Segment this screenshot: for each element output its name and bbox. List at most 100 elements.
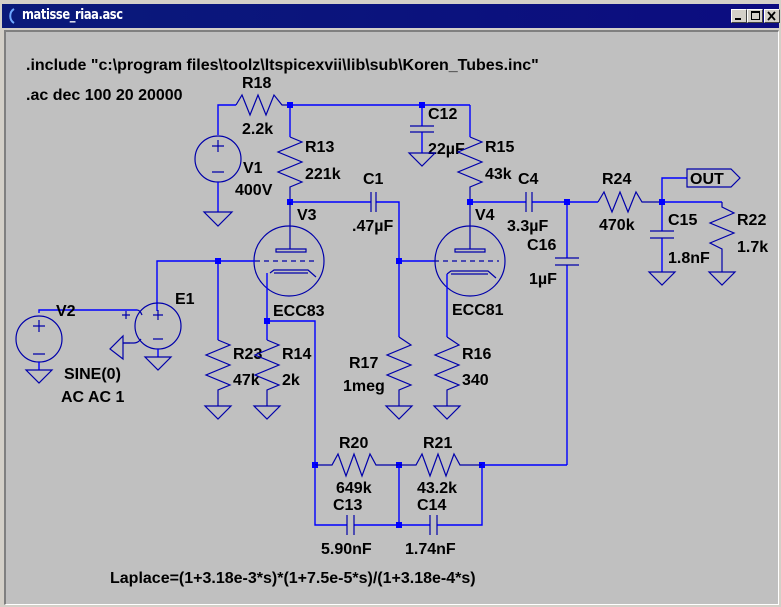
- svg-text:R18: R18: [242, 75, 271, 92]
- minimize-button[interactable]: [731, 9, 747, 23]
- maximize-button[interactable]: [747, 9, 763, 23]
- minimize-icon: [735, 18, 741, 20]
- svg-text:470k: 470k: [599, 217, 635, 234]
- junction-node: [287, 102, 293, 108]
- wire-v3-grid: [156, 260, 255, 311]
- svg-text:C16: C16: [527, 237, 556, 254]
- ac-directive[interactable]: .ac dec 100 20 20000: [26, 87, 183, 104]
- svg-text:47k: 47k: [233, 372, 260, 389]
- resistor-r18[interactable]: R18 2.2k: [235, 75, 290, 138]
- svg-text:C14: C14: [417, 497, 446, 514]
- svg-text:1.74nF: 1.74nF: [405, 541, 456, 558]
- capacitor-c13[interactable]: C13 5.90nF: [321, 497, 372, 558]
- svg-text:R13: R13: [305, 139, 334, 156]
- svg-text:ECC83: ECC83: [273, 303, 325, 320]
- include-directive[interactable]: .include "c:\program files\toolz\ltspice…: [26, 57, 539, 74]
- svg-text:R15: R15: [485, 139, 514, 156]
- svg-text:R21: R21: [423, 435, 452, 452]
- resistor-r21[interactable]: R21 43.2k: [399, 435, 482, 497]
- ground-icon: [432, 405, 462, 420]
- resistor-r16[interactable]: R16 340: [433, 274, 491, 406]
- svg-text:R17: R17: [349, 355, 378, 372]
- svg-text:R23: R23: [233, 346, 262, 363]
- ground-icon: [384, 405, 414, 420]
- svg-text:2.2k: 2.2k: [242, 121, 273, 138]
- tube-v3[interactable]: ECC83: [253, 202, 325, 321]
- svg-text:43k: 43k: [485, 166, 512, 183]
- schematic-canvas[interactable]: .include "c:\program files\toolz\ltspice…: [4, 30, 779, 605]
- window-title: matisse_riaa.asc: [22, 7, 123, 23]
- tube-v3-name: V3: [297, 207, 317, 224]
- svg-text:1.7k: 1.7k: [737, 239, 768, 256]
- svg-text:C1: C1: [363, 171, 384, 188]
- ground-icon: [707, 271, 737, 286]
- svg-text:400V: 400V: [235, 182, 273, 199]
- svg-text:1.8nF: 1.8nF: [668, 250, 710, 267]
- capacitor-c1[interactable]: C1 .47µF: [352, 171, 393, 235]
- resistor-r14[interactable]: R14 2k: [253, 321, 311, 406]
- voltage-source-v1[interactable]: V1 400V: [194, 135, 273, 212]
- svg-text:E1: E1: [175, 291, 195, 308]
- svg-text:R24: R24: [602, 171, 631, 188]
- schematic-drawing[interactable]: .include "c:\program files\toolz\ltspice…: [6, 32, 781, 607]
- resistor-r23[interactable]: R23 47k: [204, 261, 262, 406]
- ltspice-app-icon: [9, 8, 15, 24]
- wire-v1-r18: [217, 104, 236, 135]
- svg-text:C12: C12: [428, 106, 457, 123]
- svg-text:SINE(0): SINE(0): [64, 366, 121, 383]
- ground-icon: [647, 271, 677, 286]
- ground-icon: [143, 356, 173, 371]
- resistor-r24[interactable]: R24 470k: [597, 171, 662, 234]
- close-button[interactable]: [764, 9, 780, 23]
- resistor-r17[interactable]: R17 1meg: [343, 261, 413, 406]
- svg-text:R22: R22: [737, 212, 766, 229]
- laplace-expression[interactable]: Laplace=(1+3.18e-3*s)*(1+7.5e-5*s)/(1+3.…: [110, 570, 476, 587]
- title-bar[interactable]: matisse_riaa.asc: [2, 4, 780, 28]
- ground-icon: [202, 211, 234, 227]
- wire-v3-plate: [290, 201, 400, 262]
- resistor-r20[interactable]: R20 649k: [315, 435, 399, 497]
- svg-text:OUT: OUT: [690, 171, 724, 188]
- resistor-r13[interactable]: R13 221k: [276, 105, 341, 199]
- svg-text:R16: R16: [462, 346, 491, 363]
- capacitor-c15[interactable]: C15 1.8nF: [650, 202, 710, 272]
- svg-text:.47µF: .47µF: [352, 218, 393, 235]
- resistor-r22[interactable]: R22 1.7k: [662, 201, 768, 272]
- svg-text:649k: 649k: [336, 480, 372, 497]
- voltage-source-v2[interactable]: V2 SINE(0) AC AC 1: [15, 303, 137, 406]
- svg-text:22µF: 22µF: [428, 141, 465, 158]
- resistor-r15[interactable]: R15 43k: [456, 105, 514, 199]
- ground-icon: [407, 152, 437, 167]
- ground-icon: [203, 405, 233, 420]
- svg-text:C4: C4: [518, 171, 539, 188]
- vcvs-e1[interactable]: E1: [109, 291, 195, 361]
- ground-icon: [24, 369, 54, 384]
- svg-text:43.2k: 43.2k: [417, 480, 457, 497]
- svg-text:3.3µF: 3.3µF: [507, 218, 548, 235]
- close-icon: [767, 11, 776, 21]
- capacitor-c4[interactable]: C4 3.3µF: [507, 171, 548, 235]
- capacitor-c12[interactable]: C12 22µF: [410, 105, 465, 158]
- svg-text:1µF: 1µF: [529, 271, 557, 288]
- svg-text:340: 340: [462, 372, 489, 389]
- svg-text:V1: V1: [243, 160, 263, 177]
- maximize-icon: [751, 11, 760, 20]
- svg-text:AC AC 1: AC AC 1: [61, 389, 125, 406]
- tube-v4-name: V4: [475, 207, 495, 224]
- svg-text:221k: 221k: [305, 166, 341, 183]
- net-label-out[interactable]: OUT: [686, 168, 741, 188]
- capacitor-c16[interactable]: C16 1µF: [527, 202, 579, 465]
- tube-v4[interactable]: ECC81: [434, 202, 506, 319]
- svg-text:C13: C13: [333, 497, 362, 514]
- svg-text:V2: V2: [56, 303, 76, 320]
- capacitor-c14[interactable]: C14 1.74nF: [405, 497, 456, 558]
- wire-out: [661, 177, 687, 202]
- svg-text:5.90nF: 5.90nF: [321, 541, 372, 558]
- svg-text:2k: 2k: [282, 372, 300, 389]
- svg-text:1meg: 1meg: [343, 378, 385, 395]
- svg-text:R14: R14: [282, 346, 311, 363]
- svg-text:R20: R20: [339, 435, 368, 452]
- wire-riaa-loop: [314, 465, 483, 526]
- svg-text:ECC81: ECC81: [452, 302, 504, 319]
